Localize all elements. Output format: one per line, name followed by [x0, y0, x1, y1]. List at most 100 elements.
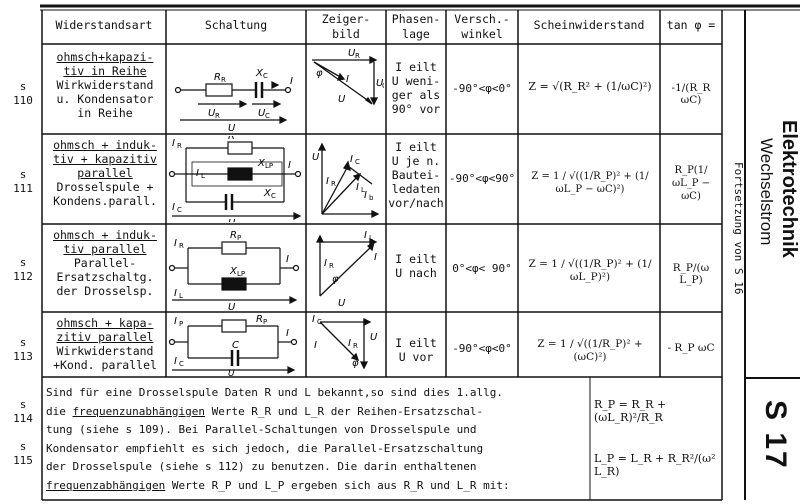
svg-text:I: I	[172, 138, 175, 149]
svg-text:R: R	[221, 76, 226, 84]
svg-text:C: C	[179, 360, 184, 368]
fortsetzung-column: Fortsetzung von S 16	[723, 12, 745, 376]
svg-text:U: U	[228, 369, 235, 376]
winkel-110: -90°<φ<0°	[452, 82, 512, 95]
svg-text:U: U	[258, 108, 266, 119]
svg-text:X: X	[229, 266, 238, 277]
winkel-112: 0°<φ< 90°	[452, 262, 512, 275]
svg-text:I: I	[286, 328, 289, 339]
svg-text:U: U	[208, 108, 216, 119]
svg-text:I: I	[348, 338, 351, 349]
svg-text:U: U	[338, 298, 346, 309]
svg-text:I: I	[286, 254, 289, 265]
schein-113: Z = 1 / √((1/R_P)² + (ωC)²)	[537, 338, 643, 363]
header-tan: tan φ =	[666, 18, 716, 32]
svg-text:R: R	[329, 262, 334, 270]
header-zeiger: Zeiger- bild	[321, 12, 371, 41]
header-art: Widerstandsart	[55, 18, 153, 32]
svg-text:I: I	[374, 252, 377, 263]
art-111: ohmsch + induk- tiv + kapazitiv parallel…	[53, 138, 157, 208]
svg-text:C: C	[355, 158, 360, 166]
section-title: Elektrotechnik	[778, 120, 800, 258]
svg-text:I: I	[196, 168, 199, 179]
svg-text:I: I	[324, 258, 327, 269]
svg-text:P: P	[263, 318, 267, 326]
header-schein: Scheinwiderstand	[533, 18, 645, 32]
svg-text:R: R	[355, 52, 360, 60]
tan-112: R_P/(ω L_P)	[672, 262, 710, 286]
svg-text:C: C	[382, 82, 384, 90]
svg-text:I: I	[288, 160, 291, 171]
svg-text:I: I	[346, 74, 349, 85]
svg-text:X: X	[263, 188, 272, 199]
svg-text:P: P	[179, 320, 183, 328]
formula-lp: L_P = L_R + R_R²/(ω² L_R)	[594, 452, 716, 478]
svg-text:R: R	[256, 314, 263, 325]
svg-text:I: I	[312, 314, 315, 325]
svg-text:R: R	[214, 72, 221, 83]
svg-text:L: L	[201, 172, 205, 180]
svg-text:C: C	[263, 72, 268, 80]
svg-text:R: R	[215, 112, 220, 120]
svg-text:U: U	[376, 78, 384, 89]
svg-text:I: I	[356, 182, 359, 193]
title-column: Elektrotechnik Wechselstrom	[746, 12, 800, 376]
svg-text:I: I	[174, 316, 177, 327]
svg-text:I: I	[172, 202, 175, 213]
winkel-111: -90°<φ<90°	[448, 172, 516, 185]
section-subtitle: Wechselstrom	[757, 138, 776, 246]
phase-111: I eilt U je n. Bautei- ledaten vor/nach	[388, 140, 444, 210]
svg-text:C: C	[232, 340, 239, 351]
svg-text:P: P	[237, 234, 241, 242]
svg-text:LP: LP	[237, 270, 245, 278]
svg-text:X: X	[257, 158, 266, 169]
svg-text:R: R	[228, 136, 235, 142]
svg-text:I: I	[174, 288, 177, 299]
svg-text:I: I	[290, 76, 293, 87]
phase-110: I eilt U weni- ger als 90° vor	[391, 60, 441, 116]
svg-text:φ: φ	[352, 358, 359, 369]
art-110: ohmsch+kapazi- tiv in Reihe Wirkwidersta…	[56, 50, 154, 120]
phase-113: I eilt U vor	[395, 336, 437, 364]
circuit-111: IR R IL XLP XC IC I U	[168, 136, 302, 222]
svg-text:L: L	[179, 292, 183, 300]
bottom-paragraph: Sind für eine Drosselspule Daten R und L…	[46, 386, 510, 492]
schein-112: Z = 1 / √((1/R_P)² + (1/ωL_P)²)	[528, 258, 652, 283]
svg-text:I: I	[350, 154, 353, 165]
svg-text:φ: φ	[332, 274, 339, 285]
fortsetzung-label: Fortsetzung von S 16	[732, 162, 745, 295]
svg-text:U: U	[338, 94, 346, 105]
formula-rp: R_P = R_R + (ωL_R)²/R_R	[594, 398, 667, 424]
svg-text:I: I	[364, 190, 367, 201]
svg-text:X: X	[255, 68, 264, 79]
page-number-box: S 17	[746, 380, 800, 500]
svg-text:I: I	[314, 340, 317, 351]
header-phasen: Phasen- lage	[391, 12, 441, 41]
svg-text:R: R	[177, 142, 182, 150]
svg-text:I: I	[326, 176, 329, 187]
svg-text:U: U	[370, 332, 378, 343]
svg-text:U: U	[228, 218, 236, 222]
tan-110: -1/(R_R ωC)	[671, 82, 711, 106]
header-versch: Versch.- winkel	[454, 12, 510, 41]
svg-text:R: R	[331, 180, 336, 188]
svg-text:C: C	[317, 318, 322, 326]
svg-text:I: I	[174, 356, 177, 367]
svg-text:R: R	[179, 242, 184, 250]
page-number: S 17	[759, 400, 792, 470]
svg-text:R: R	[353, 342, 358, 350]
art-112: ohmsch + induk- tiv parallel Parallel- E…	[53, 228, 157, 298]
svg-text:U: U	[312, 152, 320, 163]
